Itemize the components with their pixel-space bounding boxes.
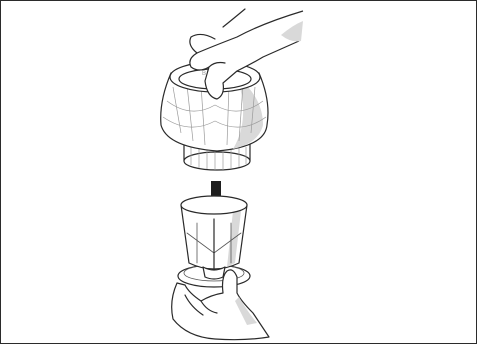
chopper-bowl	[178, 196, 250, 287]
